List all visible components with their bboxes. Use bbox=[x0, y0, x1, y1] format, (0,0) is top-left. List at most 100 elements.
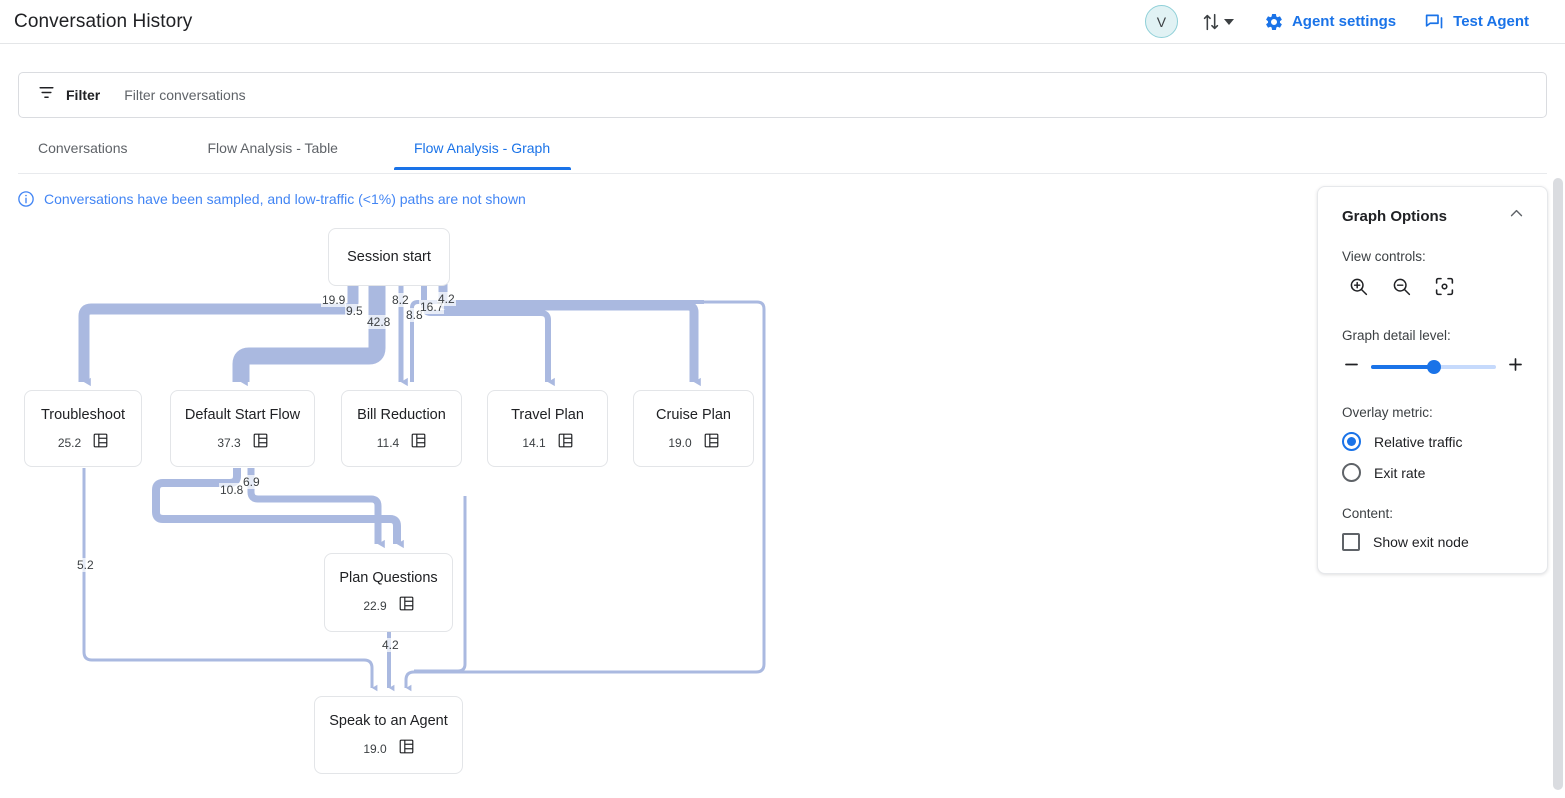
edge-label: 19.9 bbox=[321, 293, 347, 307]
node-meta: 19.0 bbox=[363, 739, 414, 759]
edge-label: 9.5 bbox=[345, 304, 364, 318]
filter-bar: Filter bbox=[18, 72, 1547, 118]
minus-icon[interactable] bbox=[1342, 355, 1361, 379]
node-label: Session start bbox=[347, 249, 431, 265]
node-value: 37.3 bbox=[217, 436, 241, 450]
graph-options-panel: Graph Options View controls: bbox=[1317, 186, 1548, 574]
header-actions: V Agent settings bbox=[1144, 5, 1565, 38]
tab-flow-analysis-graph[interactable]: Flow Analysis - Graph bbox=[393, 134, 572, 170]
tab-flow-analysis-table[interactable]: Flow Analysis - Table bbox=[207, 140, 338, 156]
sampling-info-text: Conversations have been sampled, and low… bbox=[44, 191, 526, 207]
avatar[interactable]: V bbox=[1144, 5, 1178, 38]
node-value: 22.9 bbox=[363, 599, 387, 613]
slider-fill bbox=[1371, 365, 1434, 369]
graph-detail-slider[interactable] bbox=[1371, 360, 1496, 374]
node-meta: 11.4 bbox=[377, 433, 426, 453]
sort-control[interactable] bbox=[1200, 11, 1234, 33]
node-label: Bill Reduction bbox=[357, 407, 446, 423]
page-title: Conversation History bbox=[14, 10, 193, 32]
tab-conversations[interactable]: Conversations bbox=[38, 140, 128, 156]
node-value: 25.2 bbox=[57, 436, 82, 450]
graph-node-cruise-plan[interactable]: Cruise Plan 19.0 bbox=[633, 390, 754, 467]
test-agent-button[interactable]: Test Agent bbox=[1424, 11, 1529, 32]
sampling-info-banner: Conversations have been sampled, and low… bbox=[17, 190, 526, 208]
search-input[interactable] bbox=[122, 73, 1546, 117]
node-label: Default Start Flow bbox=[184, 407, 301, 423]
radio-exit-rate[interactable]: Exit rate bbox=[1342, 463, 1525, 482]
zoom-out-icon[interactable] bbox=[1391, 276, 1412, 302]
node-label: Troubleshoot bbox=[40, 407, 126, 423]
node-value: 11.4 bbox=[376, 436, 400, 450]
node-label: Travel Plan bbox=[511, 407, 584, 423]
avatar-initial: V bbox=[1156, 13, 1167, 30]
table-icon[interactable] bbox=[399, 739, 414, 759]
radio-label: Exit rate bbox=[1374, 464, 1426, 481]
graph-options-header: Graph Options bbox=[1342, 205, 1525, 227]
test-agent-label: Test Agent bbox=[1453, 13, 1529, 30]
radio-relative-traffic[interactable]: Relative traffic bbox=[1342, 432, 1525, 451]
graph-node-travel-plan[interactable]: Travel Plan 14.1 bbox=[487, 390, 608, 467]
edge-label: 42.8 bbox=[366, 315, 392, 329]
radio-icon bbox=[1342, 463, 1361, 482]
info-icon bbox=[17, 190, 35, 208]
table-icon[interactable] bbox=[558, 433, 573, 453]
edge-label: 8.2 bbox=[391, 293, 410, 307]
chat-bubble-icon bbox=[1424, 11, 1445, 32]
graph-node-speak-to-an-agent[interactable]: Speak to an Agent 19.0 bbox=[314, 696, 463, 774]
checkbox-show-exit-node[interactable]: Show exit node bbox=[1342, 533, 1525, 551]
agent-settings-label: Agent settings bbox=[1291, 13, 1397, 30]
table-icon[interactable] bbox=[253, 433, 268, 453]
node-label: Plan Questions bbox=[339, 570, 438, 586]
view-controls-label: View controls: bbox=[1342, 249, 1426, 264]
node-meta: 14.1 bbox=[522, 433, 573, 453]
graph-node-default-start-flow[interactable]: Default Start Flow 37.3 bbox=[170, 390, 315, 467]
table-icon[interactable] bbox=[411, 433, 426, 453]
filter-icon bbox=[37, 83, 56, 107]
node-meta: 19.0 bbox=[668, 433, 719, 453]
graph-detail-level-label: Graph detail level: bbox=[1342, 328, 1451, 343]
graph-node-troubleshoot[interactable]: Troubleshoot 25.2 bbox=[24, 390, 142, 467]
flow-graph-canvas[interactable]: Session start Troubleshoot 25.2 Default … bbox=[0, 176, 1547, 788]
filter-label: Filter bbox=[66, 87, 101, 103]
graph-node-bill-reduction[interactable]: Bill Reduction 11.4 bbox=[341, 390, 462, 467]
node-meta: 37.3 bbox=[217, 433, 268, 453]
edge-label: 4.2 bbox=[437, 292, 456, 306]
gear-icon bbox=[1264, 12, 1284, 32]
node-value: 14.1 bbox=[522, 436, 546, 450]
zoom-in-icon[interactable] bbox=[1348, 276, 1369, 302]
table-icon[interactable] bbox=[399, 596, 414, 616]
scrollbar-thumb[interactable] bbox=[1553, 178, 1563, 790]
recenter-icon[interactable] bbox=[1434, 276, 1455, 302]
graph-options-title: Graph Options bbox=[1342, 207, 1447, 225]
overlay-metric-label: Overlay metric: bbox=[1342, 405, 1433, 420]
edge-label: 4.2 bbox=[381, 638, 400, 652]
view-controls bbox=[1342, 276, 1525, 302]
chevron-down-icon bbox=[1223, 18, 1234, 25]
flow-graph-edges bbox=[78, 284, 766, 692]
tab-bar: Conversations Flow Analysis - Table Flow… bbox=[18, 134, 1547, 174]
node-label: Speak to an Agent bbox=[329, 713, 448, 729]
graph-node-session-start[interactable]: Session start bbox=[328, 228, 450, 286]
checkbox-label: Show exit node bbox=[1373, 534, 1469, 550]
table-icon[interactable] bbox=[93, 433, 108, 453]
agent-settings-button[interactable]: Agent settings bbox=[1264, 12, 1396, 32]
node-meta: 22.9 bbox=[363, 596, 414, 616]
plus-icon[interactable] bbox=[1506, 355, 1525, 379]
checkbox-icon bbox=[1342, 533, 1360, 551]
node-meta: 25.2 bbox=[58, 433, 108, 453]
node-label: Cruise Plan bbox=[656, 407, 731, 423]
chevron-up-icon[interactable] bbox=[1508, 205, 1525, 227]
slider-thumb[interactable] bbox=[1426, 360, 1441, 374]
graph-node-plan-questions[interactable]: Plan Questions 22.9 bbox=[324, 553, 453, 632]
edge-label: 6.9 bbox=[242, 475, 261, 489]
sort-arrows-icon bbox=[1200, 11, 1222, 33]
node-value: 19.0 bbox=[363, 742, 387, 756]
vertical-scrollbar[interactable] bbox=[1553, 176, 1563, 796]
node-value: 19.0 bbox=[668, 436, 692, 450]
edge-label: 10.8 bbox=[219, 483, 245, 497]
table-icon[interactable] bbox=[704, 433, 719, 453]
content-label: Content: bbox=[1342, 506, 1394, 521]
app-header: Conversation History V Agent settings bbox=[0, 0, 1565, 44]
radio-icon-checked bbox=[1342, 432, 1361, 451]
radio-label: Relative traffic bbox=[1374, 433, 1463, 450]
